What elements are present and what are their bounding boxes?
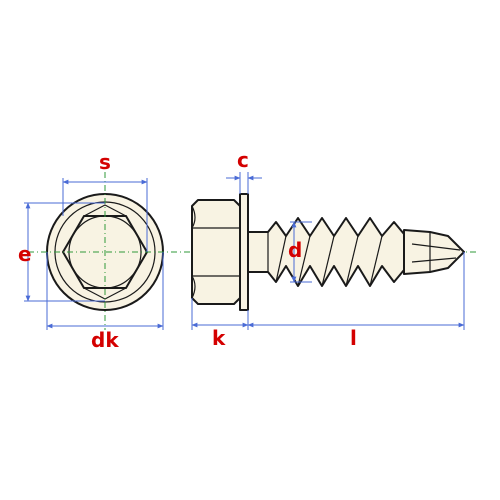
label-k: k [212, 326, 226, 350]
thread-crest-2 [297, 235, 311, 287]
label-e: e [18, 242, 32, 266]
label-l: l [350, 326, 357, 350]
label-c: c [237, 148, 249, 172]
drill-flute-1 [411, 243, 461, 251]
screw-side-view [191, 193, 465, 311]
thread-crest-4 [345, 235, 359, 287]
washer-flange-side [239, 193, 249, 311]
drill-point [403, 229, 465, 275]
thread-crest-5 [369, 235, 383, 287]
head-chamfer-arc-1 [191, 205, 196, 229]
label-d: d [288, 238, 303, 262]
threaded-shank [247, 217, 405, 287]
drill-flute-2 [411, 257, 457, 263]
thread-crest-3 [321, 235, 335, 287]
head-chamfer-arc-2 [191, 275, 196, 299]
hex-head-side [191, 199, 241, 305]
label-dk: dk [91, 328, 119, 352]
thread-crest-1 [275, 235, 287, 283]
label-s: s [99, 150, 111, 174]
hex-chamfer-lines [83, 204, 127, 217]
